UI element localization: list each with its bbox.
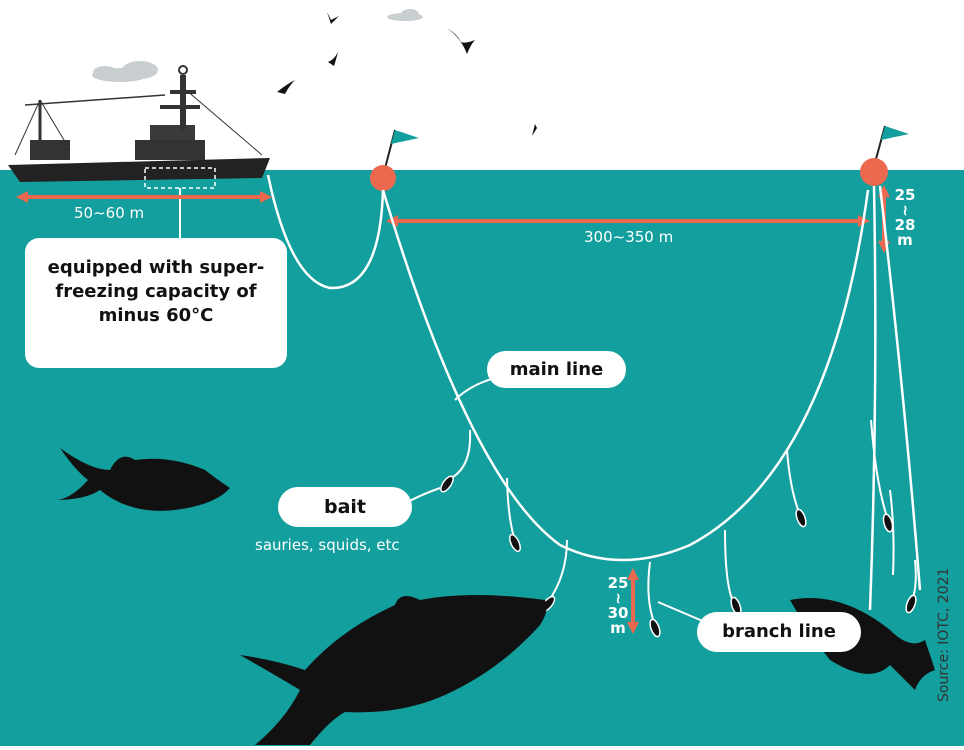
seabird-icon <box>277 12 537 136</box>
buoy-right <box>860 125 909 186</box>
buoy-right-dropline <box>868 185 877 611</box>
buoy-depth-tilde: ∼ <box>896 204 915 217</box>
buoy-depth-bottom: 28 <box>894 216 916 234</box>
freezer-callout: equipped with super-freezing capacity of… <box>25 238 287 368</box>
branch-depth-label: 25 ∼ 30 m <box>605 576 631 636</box>
bait-detail: sauries, squids, etc <box>255 536 400 554</box>
branch-depth-unit: m <box>610 619 626 637</box>
buoy-depth-top: 25 <box>894 186 916 204</box>
tuna-fish-icon <box>55 448 230 511</box>
branch-depth-dimension <box>627 568 639 634</box>
longline-vessel <box>8 65 270 182</box>
branch-depth-tilde: ∼ <box>609 592 628 605</box>
ship-length-dimension <box>16 191 272 203</box>
buoy-depth-unit: m <box>897 231 913 249</box>
buoy-left <box>370 129 419 191</box>
main-line-callout: main line <box>487 351 626 388</box>
buoy-spacing-label: 300∼350 m <box>584 228 674 246</box>
branch-line-callout: branch line <box>697 612 861 652</box>
branch-depth-top: 25 <box>607 574 629 592</box>
source-credit: Source: IOTC, 2021 <box>936 567 952 702</box>
freezer-hold-marker <box>144 167 216 189</box>
bait-callout: bait <box>278 487 412 527</box>
tuna-fish-icon <box>240 595 547 745</box>
buoy-depth-label: 25 ∼ 28 m <box>892 188 918 248</box>
ship-length-label: 50∼60 m <box>74 204 145 222</box>
cloud-icon <box>92 61 158 82</box>
cloud-icon <box>387 9 423 21</box>
branch-depth-bottom: 30 <box>607 604 629 622</box>
buoy-right-dropline-2 <box>878 185 922 591</box>
ship-to-buoy-line <box>266 174 385 290</box>
